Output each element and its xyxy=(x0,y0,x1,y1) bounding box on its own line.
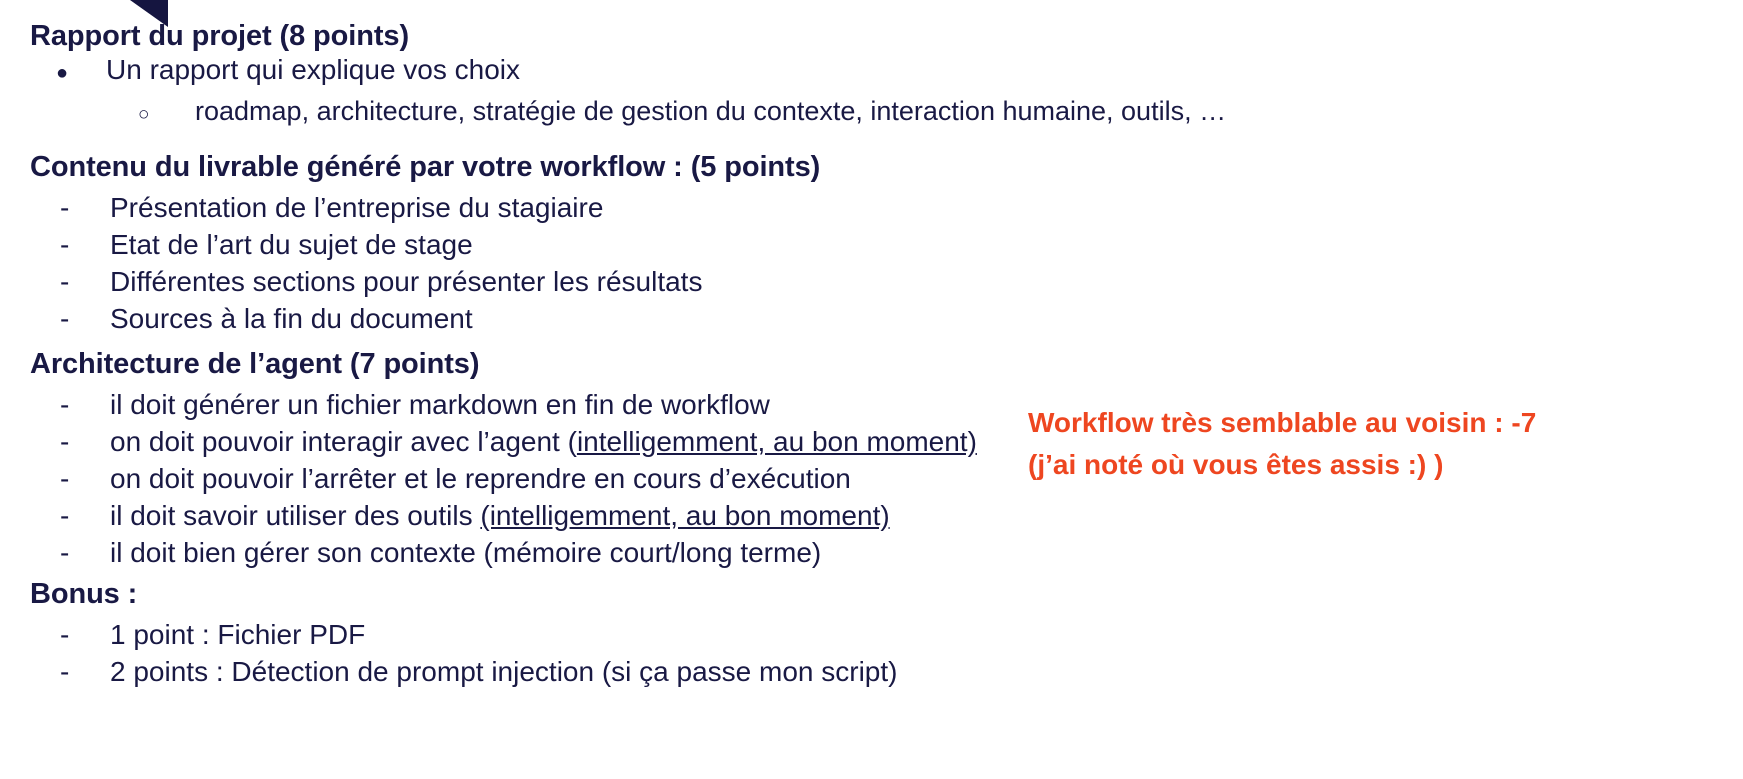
list-item-text: il doit bien gérer son contexte (mémoire… xyxy=(110,537,822,568)
section-item-list: ● Un rapport qui explique vos choix ○ ro… xyxy=(0,51,1226,134)
section-heading: Architecture de l’agent (7 points) xyxy=(30,348,480,380)
list-item: - Etat de l’art du sujet de stage xyxy=(0,226,1150,263)
dash-marker: - xyxy=(60,463,70,494)
dash-marker: - xyxy=(60,537,70,568)
list-item-text: Sources à la fin du document xyxy=(110,303,473,334)
section-contenu-du-livrable: Contenu du livrable généré par votre wor… xyxy=(0,153,1150,337)
list-item: - on doit pouvoir l’arrêter et le repren… xyxy=(0,460,1150,497)
list-item-text: il doit savoir utiliser des outils (inte… xyxy=(110,497,890,534)
bullet-hollow-icon: ○ xyxy=(138,104,150,125)
list-item-text: roadmap, architecture, stratégie de gest… xyxy=(195,96,1227,126)
list-item-text: 1 point : Fichier PDF xyxy=(110,619,366,650)
list-item-text-plain: on doit pouvoir interagir avec l’agent ( xyxy=(110,426,577,457)
list-item: - il doit générer un fichier markdown en… xyxy=(0,386,1150,423)
list-item: - Différentes sections pour présenter le… xyxy=(0,263,1150,300)
list-item-text: Un rapport qui explique vos choix xyxy=(106,54,521,85)
section-rapport-du-projet: Rapport du projet (8 points) ● Un rappor… xyxy=(0,20,1226,134)
dash-marker: - xyxy=(60,426,70,457)
list-item: - Présentation de l’entreprise du stagia… xyxy=(0,189,1150,226)
grading-annotation: Workflow très semblable au voisin : -7 (… xyxy=(1028,402,1628,486)
dash-marker: - xyxy=(60,266,70,297)
list-item: - on doit pouvoir interagir avec l’agent… xyxy=(0,423,1150,460)
list-item: - 2 points : Détection de prompt injecti… xyxy=(0,653,1150,690)
list-item: - 1 point : Fichier PDF xyxy=(0,616,1150,653)
section-item-list: - il doit générer un fichier markdown en… xyxy=(0,386,1150,571)
dash-marker: - xyxy=(60,500,70,531)
list-item-text: 2 points : Détection de prompt injection… xyxy=(110,656,898,687)
section-architecture-de-lagent: Architecture de l’agent (7 points) - il … xyxy=(0,350,1150,571)
list-item-text-underlined: intelligemment, au bon moment) xyxy=(576,426,977,457)
section-heading: Bonus : xyxy=(30,578,138,610)
list-item-text: Présentation de l’entreprise du stagiair… xyxy=(110,192,604,223)
section-bonus: Bonus : - 1 point : Fichier PDF - 2 poin… xyxy=(0,580,1150,690)
section-item-list: - Présentation de l’entreprise du stagia… xyxy=(0,189,1150,337)
dash-marker: - xyxy=(60,389,70,420)
dash-marker: - xyxy=(60,656,70,687)
list-item: - Sources à la fin du document xyxy=(0,300,1150,337)
dash-marker: - xyxy=(60,229,70,260)
dash-marker: - xyxy=(60,192,70,223)
bullet-filled-icon: ● xyxy=(56,62,69,84)
annotation-line-2: (j’ai noté où vous êtes assis :) ) xyxy=(1028,449,1444,480)
list-item: - il doit bien gérer son contexte (mémoi… xyxy=(0,534,1150,571)
list-item-text: Etat de l’art du sujet de stage xyxy=(110,229,473,260)
annotation-line-1: Workflow très semblable au voisin : -7 xyxy=(1028,407,1537,438)
list-item: - il doit savoir utiliser des outils (in… xyxy=(0,497,1150,534)
section-heading: Contenu du livrable généré par votre wor… xyxy=(30,151,821,183)
corner-triangle-decoration xyxy=(130,0,168,27)
list-item-text: Différentes sections pour présenter les … xyxy=(110,266,703,297)
list-item-text-plain: il doit savoir utiliser des outils xyxy=(110,500,481,531)
dash-marker: - xyxy=(60,303,70,334)
list-item-text-underlined: (intelligemment, au bon moment) xyxy=(480,500,890,531)
list-item-text: on doit pouvoir l’arrêter et le reprendr… xyxy=(110,463,851,494)
list-item: ○ roadmap, architecture, stratégie de ge… xyxy=(0,92,1226,134)
section-item-list: - 1 point : Fichier PDF - 2 points : Dét… xyxy=(0,616,1150,690)
list-item-text: il doit générer un fichier markdown en f… xyxy=(110,389,770,420)
list-item-text: on doit pouvoir interagir avec l’agent (… xyxy=(110,423,977,460)
section-heading: Rapport du projet (8 points) xyxy=(30,20,410,52)
list-item: ● Un rapport qui explique vos choix xyxy=(0,51,1150,92)
dash-marker: - xyxy=(60,619,70,650)
